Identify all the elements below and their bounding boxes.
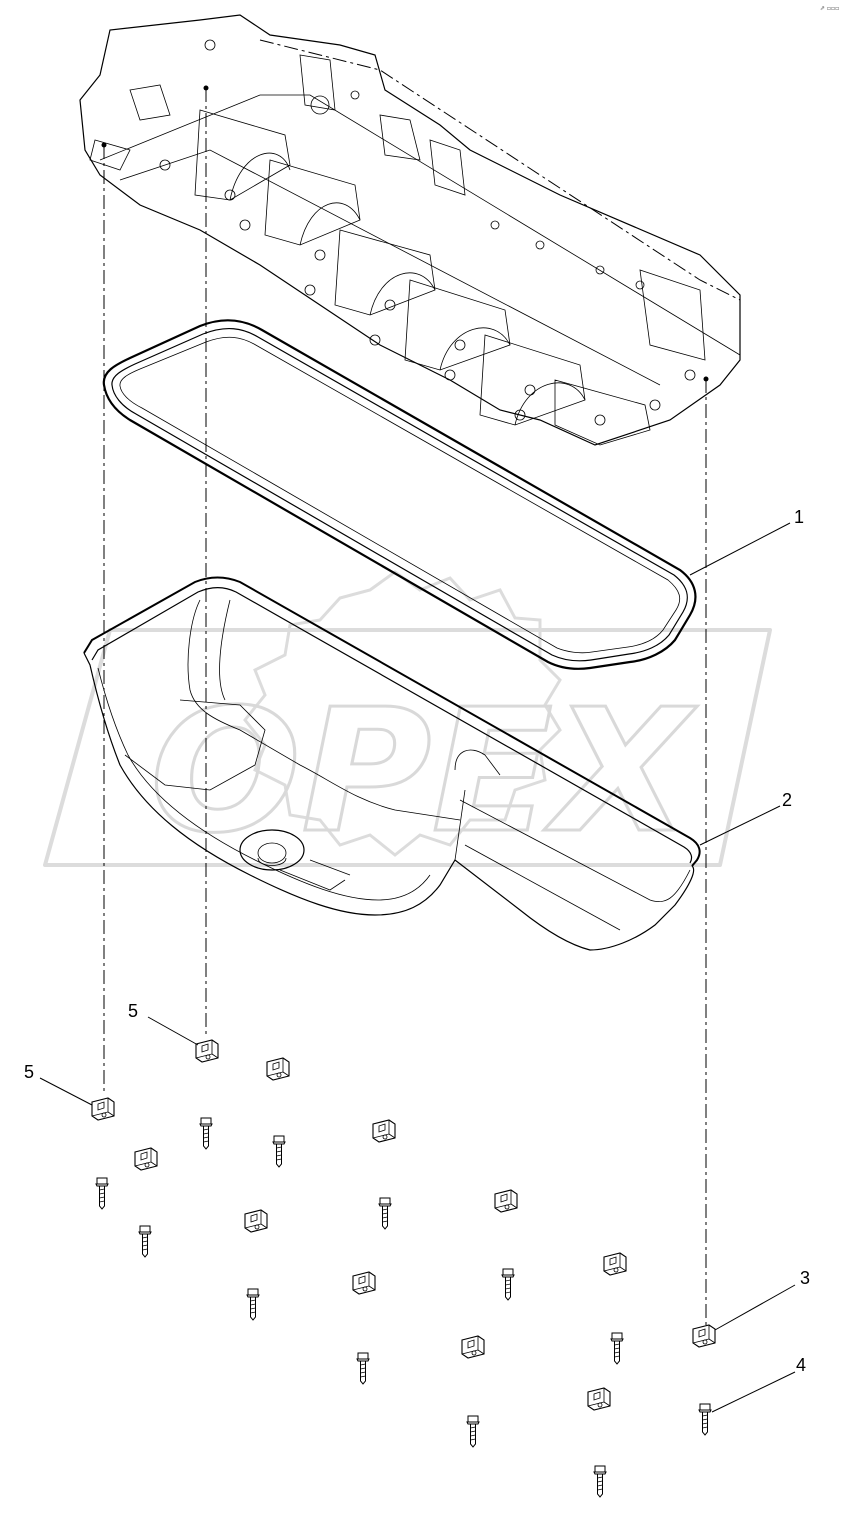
bolt-set [95,1117,712,1498]
bolt-part [593,1465,607,1498]
clamp-part [352,1271,376,1295]
bolt-part [272,1135,286,1168]
bolt-part [138,1225,152,1258]
callout-leaders [39,522,796,1413]
clamp-part [603,1252,627,1276]
bolt-part [501,1268,515,1301]
bolt-part [610,1332,624,1365]
watermark-frame [43,628,772,867]
bolt-part [199,1117,213,1150]
clamp-part [494,1189,518,1213]
clamp-set [91,1039,716,1411]
alignment-centerlines [103,88,707,1330]
oil-pan-gasket [102,319,697,670]
clamp-part [266,1057,290,1081]
corner-mark: ⇗ ▫▫▫ [820,5,839,12]
bolt-part [698,1403,712,1436]
clamp-part [195,1039,219,1063]
clamp-part [134,1147,158,1171]
callout-5-lower: 5 [24,1062,34,1082]
callout-2: 2 [782,790,792,810]
callout-1: 1 [794,507,804,527]
bolt-part [466,1415,480,1448]
watermark-gear [243,570,562,857]
watermark-text: OPEX [150,673,698,871]
clamp-part [372,1119,396,1143]
bolt-part [378,1197,392,1230]
bolt-part [95,1177,109,1210]
oil-pan [83,576,701,951]
clamp-part [461,1335,485,1359]
engine-block [79,14,741,446]
callout-5-upper: 5 [128,1001,138,1021]
bolt-part [246,1288,260,1321]
callout-3: 3 [800,1268,810,1288]
clamp-part [91,1097,115,1121]
callout-4: 4 [796,1355,806,1375]
clamp-part [692,1324,716,1348]
clamp-part [587,1387,611,1411]
clamp-part [244,1209,268,1233]
bolt-part [356,1352,370,1385]
watermark: OPEX [43,570,772,873]
